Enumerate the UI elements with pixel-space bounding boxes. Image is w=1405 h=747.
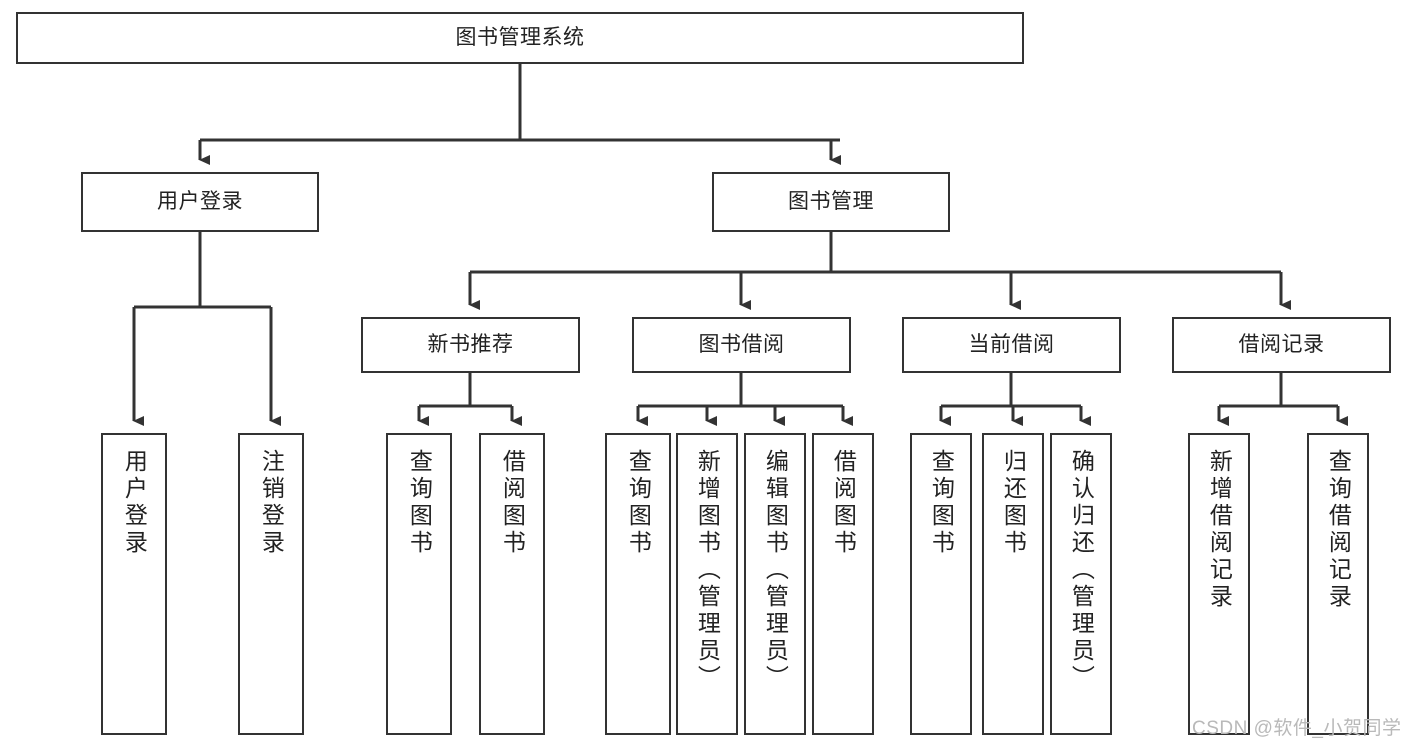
leaf-node[interactable]: 查询图书	[605, 433, 671, 735]
leaf-node[interactable]: 用户登录	[101, 433, 167, 735]
node-current-borrow[interactable]: 当前借阅	[902, 317, 1121, 373]
leaf-node[interactable]: 编辑图书（管理员）	[744, 433, 806, 735]
node-root[interactable]: 图书管理系统	[16, 12, 1024, 64]
node-user-login[interactable]: 用户登录	[81, 172, 319, 232]
node-book-management[interactable]: 图书管理	[712, 172, 950, 232]
leaf-node[interactable]: 查询图书	[386, 433, 452, 735]
node-root-label: 图书管理系统	[455, 25, 585, 49]
leaf-node[interactable]: 借阅图书	[812, 433, 874, 735]
leaf-node-label: 用户登录	[121, 449, 148, 557]
leaf-node-label: 注销登录	[258, 449, 285, 557]
leaf-node-label: 查询图书	[928, 449, 955, 557]
node-user-login-label: 用户登录	[157, 189, 243, 213]
leaf-node[interactable]: 确认归还（管理员）	[1050, 433, 1112, 735]
node-new-book-recommend-label: 新书推荐	[427, 332, 514, 356]
node-new-book-recommend[interactable]: 新书推荐	[361, 317, 580, 373]
leaf-node-label: 借阅图书	[830, 449, 857, 557]
leaf-node-label: 查询借阅记录	[1325, 449, 1352, 611]
csdn-watermark: CSDN @软件_小贺同学	[1192, 718, 1402, 739]
leaf-node-label: 查询图书	[625, 449, 652, 557]
leaf-node-label: 新增图书（管理员）	[694, 449, 721, 692]
leaf-node-label: 编辑图书（管理员）	[762, 449, 789, 692]
node-book-management-label: 图书管理	[788, 189, 874, 213]
leaf-node[interactable]: 注销登录	[238, 433, 304, 735]
leaf-node[interactable]: 归还图书	[982, 433, 1044, 735]
node-borrow-record-label: 借阅记录	[1238, 332, 1325, 356]
node-book-borrow-label: 图书借阅	[698, 332, 785, 356]
leaf-node-label: 查询图书	[406, 449, 433, 557]
leaf-node[interactable]: 查询图书	[910, 433, 972, 735]
leaf-node-label: 确认归还（管理员）	[1068, 449, 1095, 692]
leaf-node-label: 归还图书	[1000, 449, 1027, 557]
node-current-borrow-label: 当前借阅	[968, 332, 1055, 356]
leaf-node[interactable]: 查询借阅记录	[1307, 433, 1369, 735]
node-borrow-record[interactable]: 借阅记录	[1172, 317, 1391, 373]
leaf-node[interactable]: 新增图书（管理员）	[676, 433, 738, 735]
node-book-borrow[interactable]: 图书借阅	[632, 317, 851, 373]
leaf-node[interactable]: 借阅图书	[479, 433, 545, 735]
leaf-node-label: 新增借阅记录	[1206, 449, 1233, 611]
leaf-node[interactable]: 新增借阅记录	[1188, 433, 1250, 735]
leaf-node-label: 借阅图书	[499, 449, 526, 557]
